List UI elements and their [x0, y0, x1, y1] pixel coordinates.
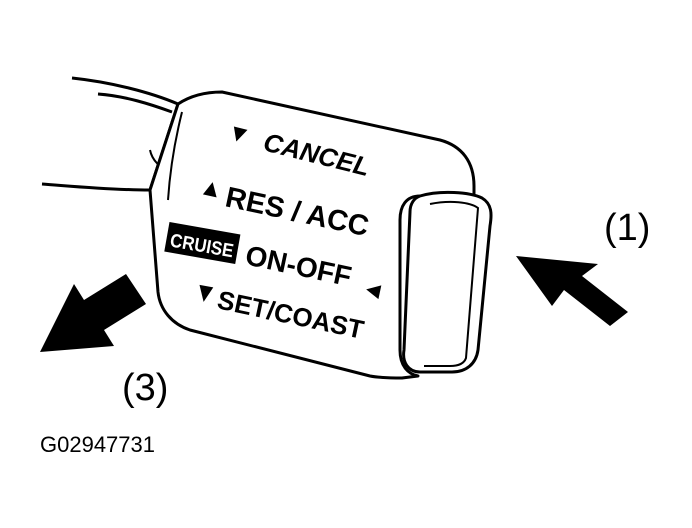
callout-1-label: (1) — [604, 207, 650, 249]
triangle-down-icon — [233, 126, 248, 142]
triangle-down-icon — [199, 284, 214, 302]
cruise-badge — [164, 221, 241, 265]
callout-3-label: (3) — [122, 367, 168, 409]
end-button — [402, 190, 493, 374]
triangle-up-icon — [202, 182, 217, 198]
pull-arrow-icon — [40, 274, 146, 352]
figure-id: G02947731 — [40, 432, 155, 457]
push-arrow-icon — [516, 256, 628, 326]
triangle-left-icon — [366, 285, 382, 300]
lever-body — [148, 90, 476, 380]
